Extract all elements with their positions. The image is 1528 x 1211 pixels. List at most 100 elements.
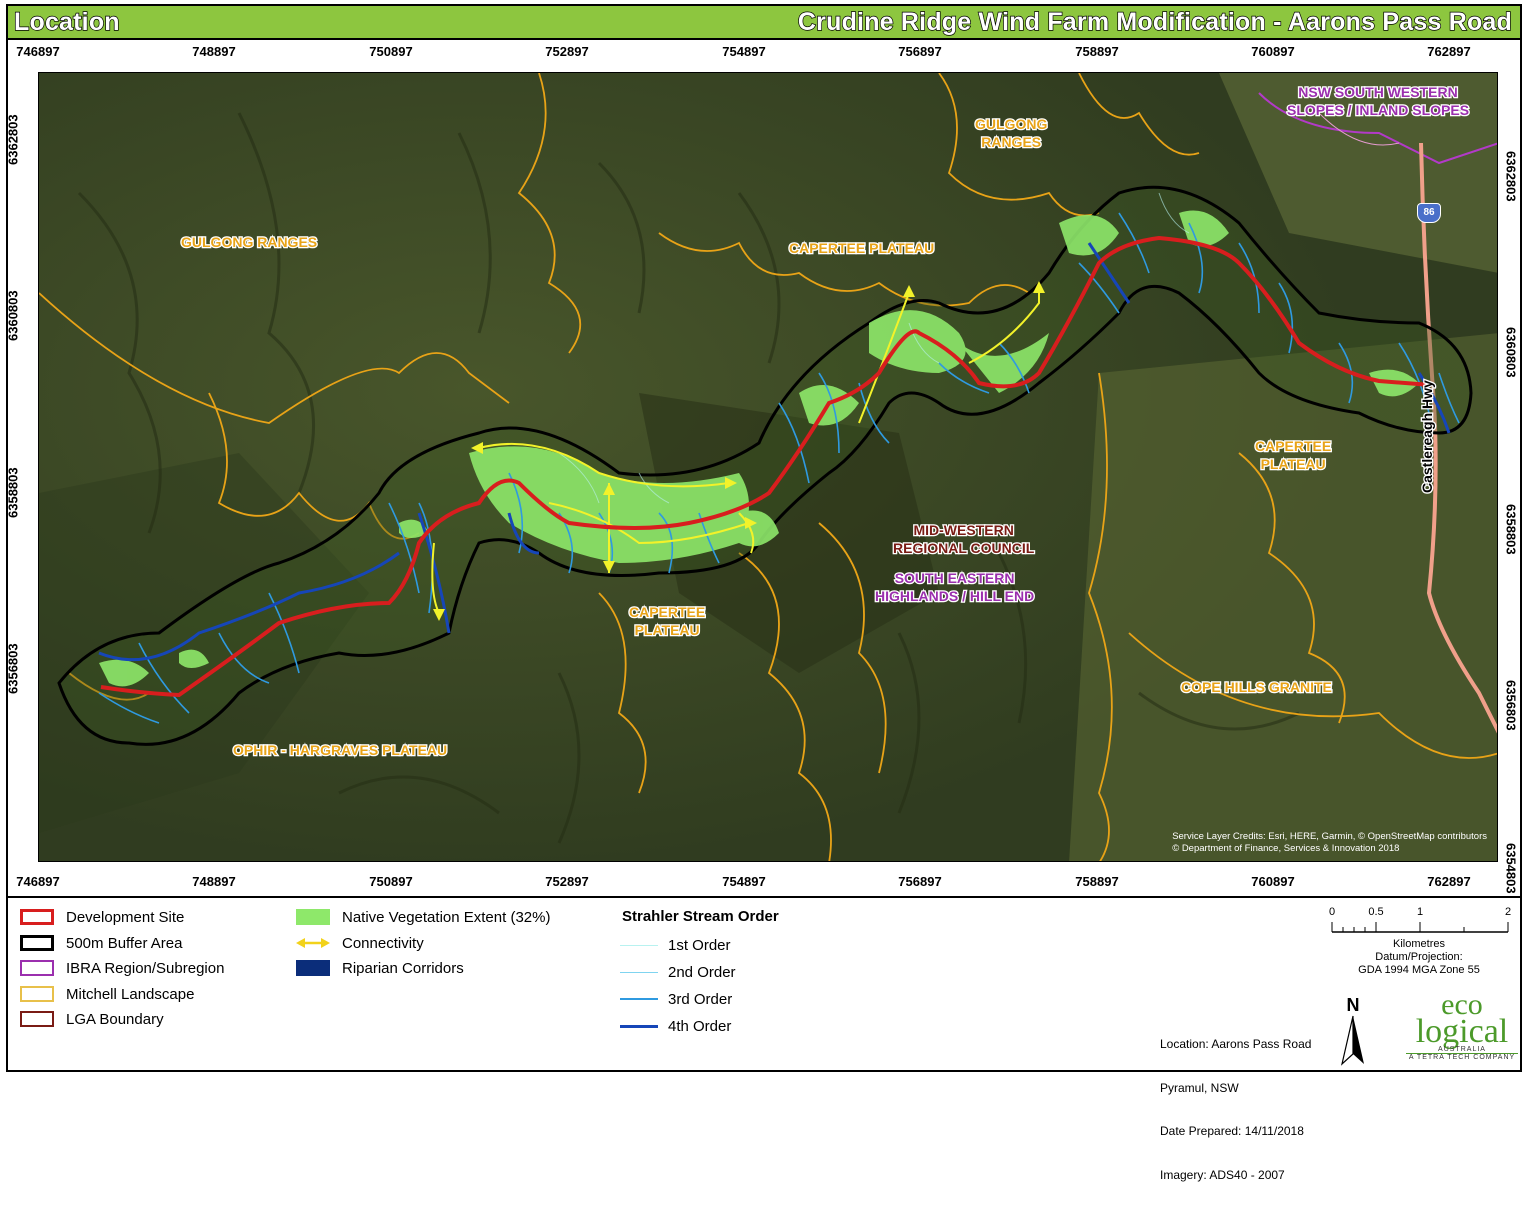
easting-top-label: 750897 bbox=[369, 44, 413, 59]
info-town: Pyramul, NSW bbox=[1160, 1080, 1239, 1095]
scale-bar: 0 0.5 1 2 Kilometres Datum/Projection: G… bbox=[1324, 906, 1514, 976]
development-site bbox=[100, 235, 1432, 698]
easting-top-label: 752897 bbox=[545, 44, 589, 59]
north-label: N bbox=[1346, 995, 1360, 1015]
label-south-eastern-highlands: SOUTH EASTERN HIGHLANDS / HILL END bbox=[874, 569, 1036, 606]
native-vegetation-swatch bbox=[296, 909, 330, 925]
scale-tick-label: 2 bbox=[1504, 906, 1512, 918]
legend-riparian: Riparian Corridors bbox=[296, 957, 464, 979]
cleared-farmland bbox=[1069, 333, 1497, 861]
legend-stream-3rd: 3rd Order bbox=[620, 988, 732, 1010]
easting-bottom-label: 758897 bbox=[1075, 874, 1119, 889]
mitchell-landscape-lines bbox=[39, 73, 1497, 861]
legend-stream-1st: 1st Order bbox=[620, 934, 731, 956]
credits-line-2: © Department of Finance, Services & Inno… bbox=[1172, 843, 1400, 854]
info-date: Date Prepared: 14/11/2018 bbox=[1160, 1124, 1304, 1138]
easting-bottom-label: 746897 bbox=[16, 874, 60, 889]
northing-right-label: 6360803 bbox=[1503, 327, 1519, 378]
credits-line-1: Service Layer Credits: Esri, HERE, Garmi… bbox=[1172, 831, 1487, 842]
label-mid-western-council: MID-WESTERN REGIONAL COUNCIL bbox=[892, 521, 1036, 558]
connectivity-arrow-icon bbox=[296, 938, 330, 948]
map-title: Crudine Ridge Wind Farm Modification - A… bbox=[797, 7, 1512, 36]
ibra-boundary bbox=[1258, 92, 1497, 165]
buffer-area bbox=[57, 185, 1473, 746]
info-imagery: Imagery: ADS40 - 2007 bbox=[1160, 1167, 1285, 1182]
label-nsw-south-western: NSW SOUTH WESTERN SLOPES / INLAND SLOPES bbox=[1286, 83, 1471, 120]
legend-label: LGA Boundary bbox=[66, 1010, 164, 1028]
northing-right-label: 6362803 bbox=[1503, 151, 1519, 202]
highway-shield-icon: 86 bbox=[1417, 203, 1441, 223]
logo-country: AUSTRALIA bbox=[1438, 1046, 1486, 1053]
eco-logical-logo: eco logical AUSTRALIA A TETRA TECH COMPA… bbox=[1406, 988, 1518, 1062]
stream-4th-swatch bbox=[620, 1024, 658, 1028]
northing-right-label: 6354803 bbox=[1503, 843, 1519, 894]
map-frame bbox=[6, 4, 1522, 1072]
datum-value: GDA 1994 MGA Zone 55 bbox=[1358, 964, 1480, 976]
legend-label: Riparian Corridors bbox=[342, 959, 464, 977]
northing-left-label: 6360803 bbox=[5, 290, 21, 341]
legend-label: Development Site bbox=[66, 908, 185, 926]
easting-top-label: 760897 bbox=[1251, 44, 1295, 59]
map-canvas[interactable]: GULGONG RANGES GULGONG RANGES CAPERTEE P… bbox=[38, 72, 1498, 862]
legend-label: 4th Order bbox=[668, 1017, 732, 1035]
legend-development-site: Development Site bbox=[20, 906, 184, 928]
riparian-swatch bbox=[296, 960, 330, 976]
label-gulgong-ranges-top: GULGONG RANGES bbox=[974, 115, 1049, 152]
legend-label: Native Vegetation Extent (32%) bbox=[342, 908, 551, 926]
legend-panel: Development Site 500m Buffer Area IBRA R… bbox=[8, 896, 1520, 1182]
northing-right-label: 6358803 bbox=[1503, 504, 1519, 555]
lga-swatch bbox=[20, 1011, 54, 1027]
legend-label: Connectivity bbox=[342, 934, 424, 952]
scale-bar-ticks bbox=[1331, 922, 1509, 933]
easting-top-label: 754897 bbox=[722, 44, 766, 59]
label-castlereagh-hwy: Castlereagh Hwy bbox=[1418, 379, 1437, 494]
legend-label: 500m Buffer Area bbox=[66, 934, 183, 952]
datum-label: Datum/Projection: bbox=[1375, 951, 1463, 963]
scale-tick-label: 0 bbox=[1328, 906, 1336, 918]
legend-stream-4th: 4th Order bbox=[620, 1015, 731, 1037]
location-title: Location bbox=[13, 7, 120, 36]
easting-bottom-label: 752897 bbox=[545, 874, 589, 889]
legend-label: 1st Order bbox=[668, 936, 731, 954]
label-capertee-plateau-top: CAPERTEE PLATEAU bbox=[788, 239, 936, 258]
castlereagh-highway bbox=[1419, 142, 1497, 734]
logo-logical: logical bbox=[1415, 1013, 1509, 1050]
scale-unit: Kilometres bbox=[1393, 938, 1445, 950]
northing-left-label: 6358803 bbox=[5, 467, 21, 518]
legend-stream-2nd: 2nd Order bbox=[620, 961, 736, 983]
development-site-swatch bbox=[20, 909, 54, 925]
scale-tick-label: 1 bbox=[1416, 906, 1424, 918]
info-location: Location: Aarons Pass Road bbox=[1160, 1037, 1312, 1051]
label-capertee-plateau-mid: CAPERTEE PLATEAU bbox=[628, 603, 707, 640]
logo-eco: eco bbox=[1441, 988, 1483, 1021]
legend-ibra: IBRA Region/Subregion bbox=[20, 957, 224, 979]
legend-label: Mitchell Landscape bbox=[66, 985, 195, 1003]
easting-top-label: 762897 bbox=[1427, 44, 1471, 59]
ridge-texture bbox=[77, 112, 1300, 844]
legend-label: 3rd Order bbox=[668, 990, 733, 1008]
easting-bottom-label: 748897 bbox=[192, 874, 236, 889]
service-credits: Service Layer Credits: Esri, HERE, Garmi… bbox=[1172, 831, 1487, 855]
legend-label: 2nd Order bbox=[668, 963, 736, 981]
label-ophir-hargraves: OPHIR - HARGRAVES PLATEAU bbox=[232, 741, 449, 760]
northing-left-label: 6356803 bbox=[5, 643, 21, 694]
stream-2nd-swatch bbox=[620, 971, 658, 973]
legend-connectivity: Connectivity bbox=[296, 932, 424, 954]
title-bar: Location Crudine Ridge Wind Farm Modific… bbox=[8, 6, 1520, 40]
scale-tick-label: 0.5 bbox=[1368, 906, 1384, 918]
buffer-area-swatch bbox=[20, 935, 54, 951]
legend-buffer-area: 500m Buffer Area bbox=[20, 932, 182, 954]
legend-native-vegetation: Native Vegetation Extent (32%) bbox=[296, 906, 550, 928]
map-info: Location: Aarons Pass Road Pyramul, NSW … bbox=[1160, 1008, 1311, 1211]
north-arrow-icon: N bbox=[1338, 996, 1368, 1066]
label-cope-hills-granite: COPE HILLS GRANITE bbox=[1180, 678, 1334, 697]
ibra-swatch bbox=[20, 960, 54, 976]
map-graphics bbox=[39, 73, 1497, 861]
label-capertee-plateau-right: CAPERTEE PLATEAU bbox=[1254, 437, 1333, 474]
legend-lga: LGA Boundary bbox=[20, 1008, 164, 1030]
easting-bottom-label: 750897 bbox=[369, 874, 413, 889]
north-arrow-shape bbox=[1340, 1015, 1364, 1066]
easting-bottom-label: 762897 bbox=[1427, 874, 1471, 889]
northing-left-label: 6362803 bbox=[5, 114, 21, 165]
logo-tagline: A TETRA TECH COMPANY bbox=[1406, 1053, 1518, 1061]
